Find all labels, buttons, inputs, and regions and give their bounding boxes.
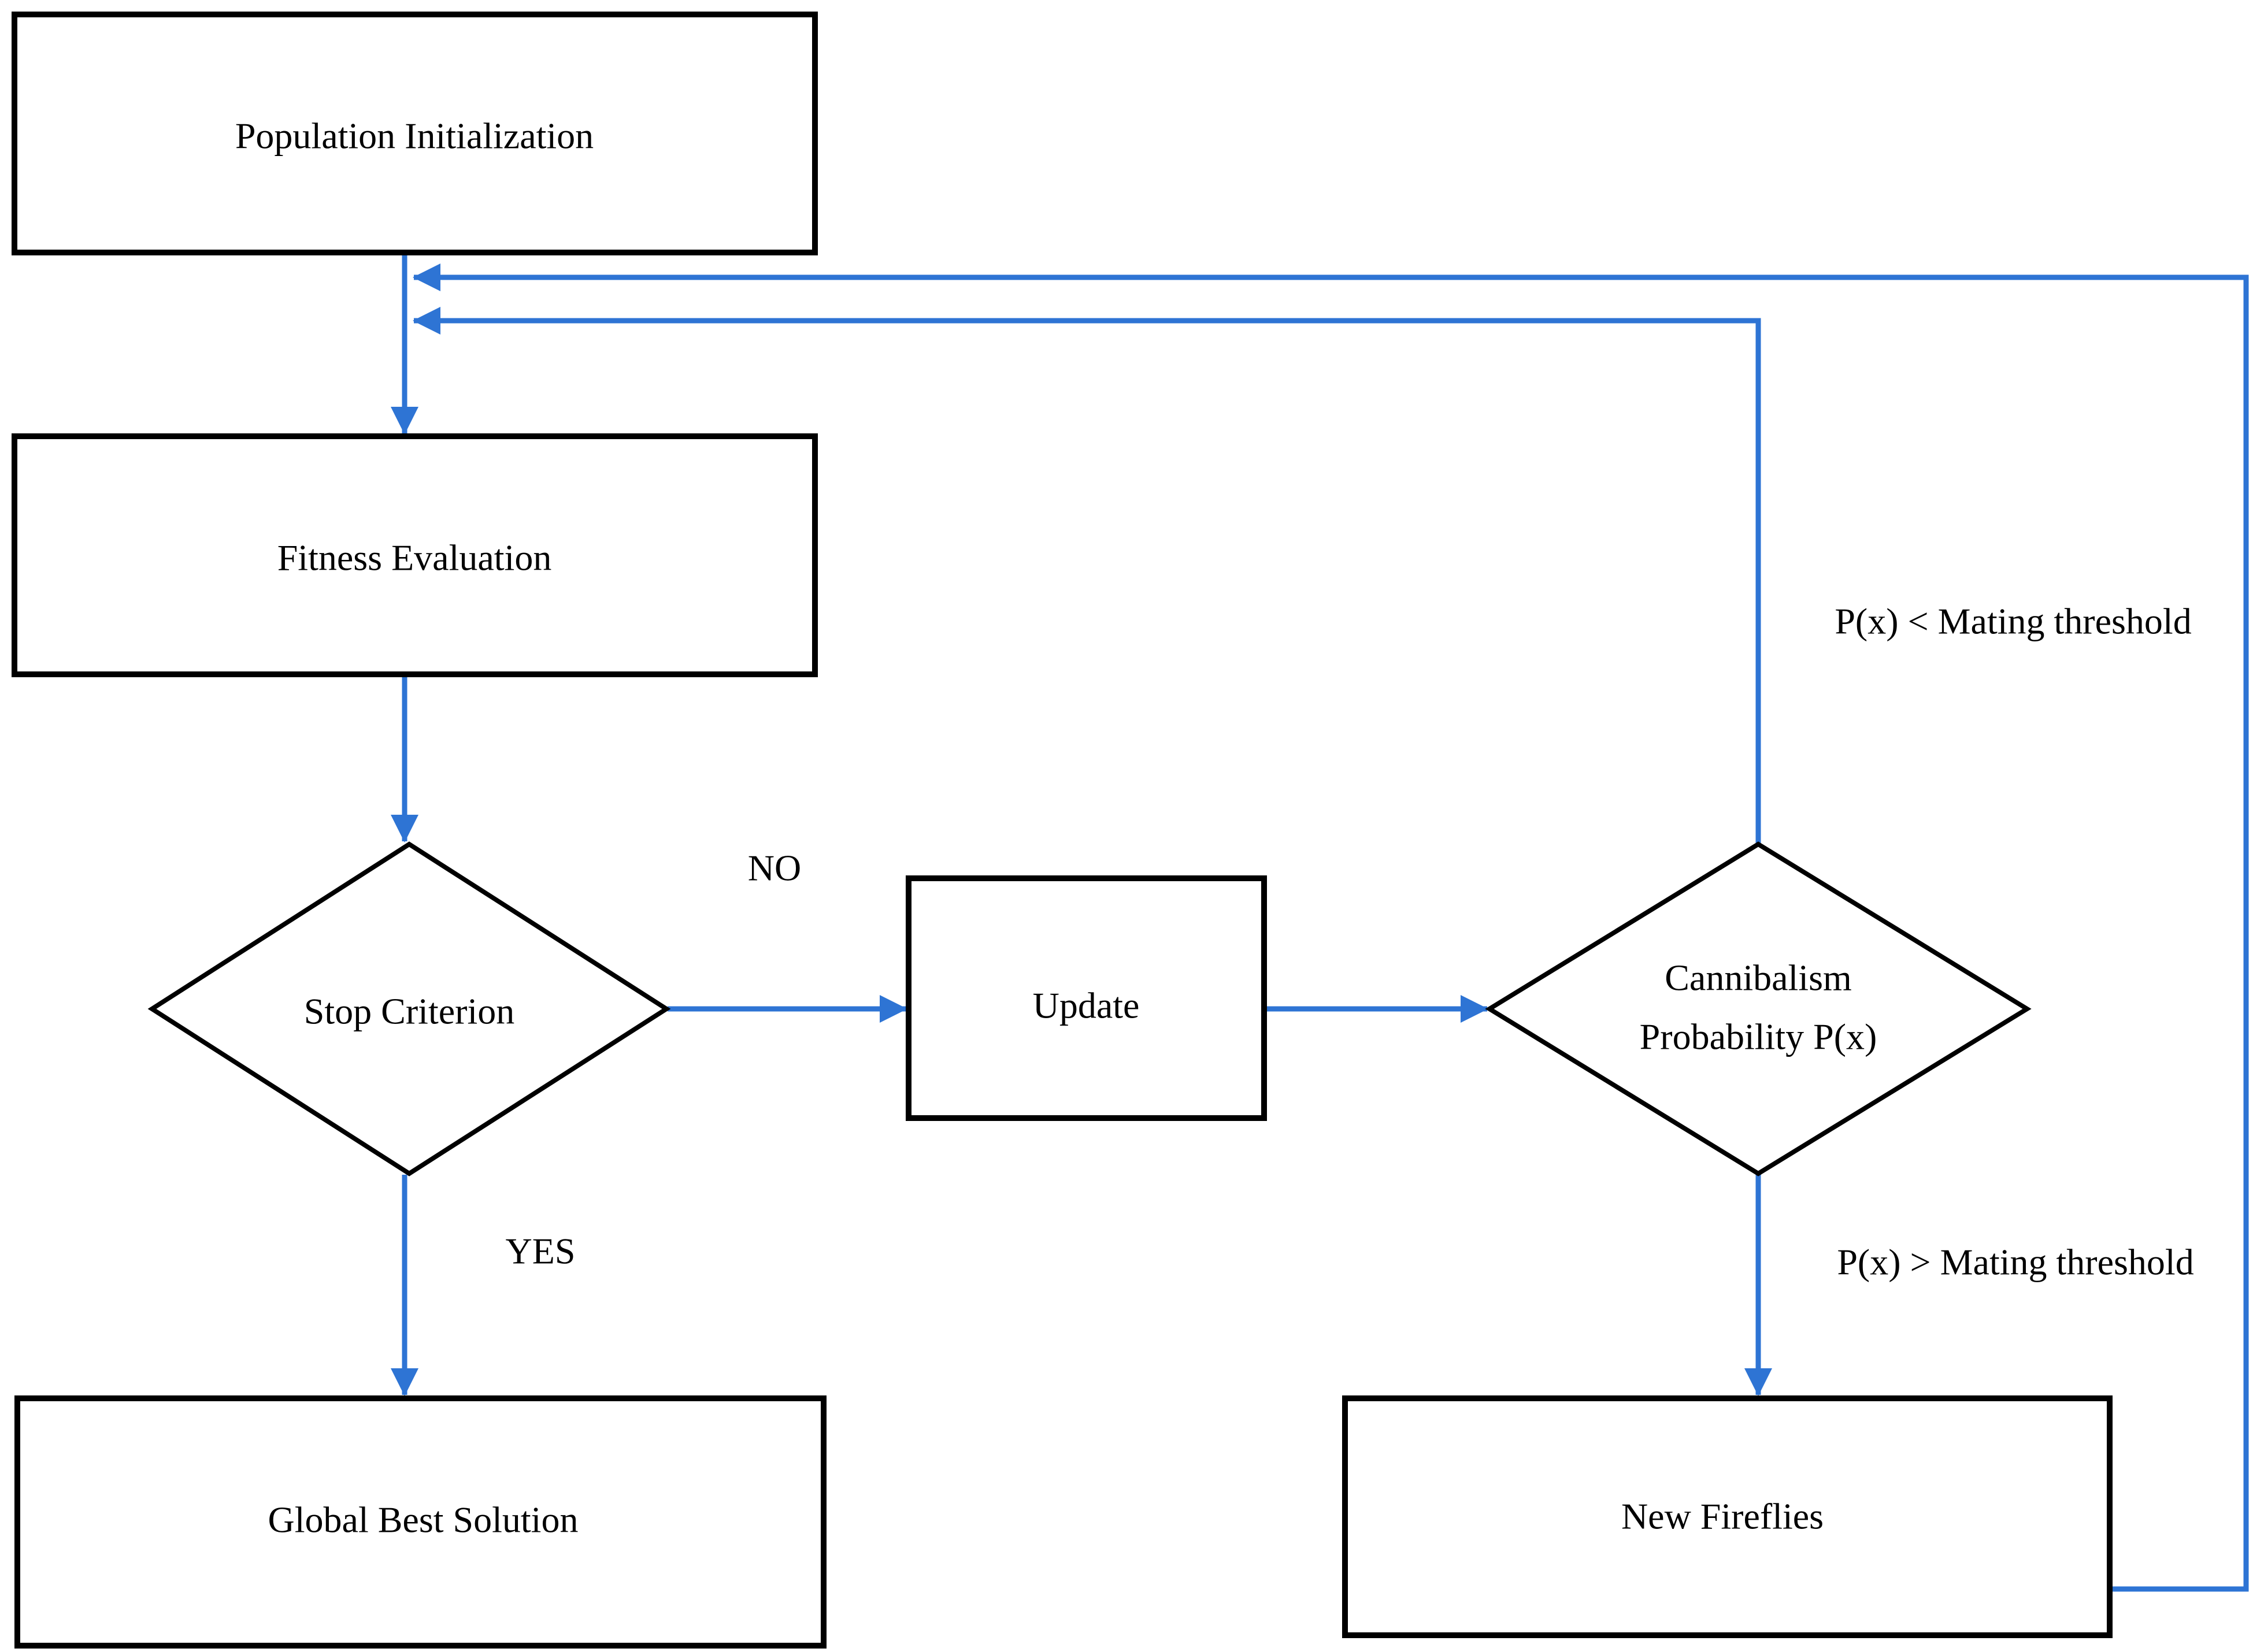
- update-label: Update: [1033, 985, 1140, 1026]
- node-cannibalism-probability: Cannibalism Probability P(x): [1485, 841, 2032, 1176]
- node-stop-criterion: Stop Criterion: [147, 841, 671, 1176]
- nodes-group: Population Initialization Fitness Evalua…: [12, 12, 2113, 1649]
- edge-label-no: NO: [748, 848, 801, 889]
- cannibalism-probability-label-line1: Cannibalism: [1665, 957, 1852, 998]
- stop-criterion-label: Stop Criterion: [304, 991, 514, 1032]
- new-fireflies-box: [1342, 1395, 2113, 1638]
- node-population-initialization: Population Initialization: [12, 12, 818, 255]
- stop-criterion-diamond: [147, 841, 671, 1176]
- edge-label-yes: YES: [506, 1231, 576, 1272]
- global-best-solution-box: [14, 1395, 827, 1649]
- edge-newfireflies-feedback: [413, 263, 2249, 1592]
- edge-label-mating-above: P(x) > Mating threshold: [1837, 1242, 2193, 1283]
- edges-group: [391, 253, 2249, 1592]
- edge-cannibalism-feedback: [413, 307, 1761, 843]
- update-box: [906, 875, 1267, 1121]
- cannibalism-probability-label-line2: Probability P(x): [1640, 1016, 1877, 1057]
- fitness-evaluation-box: [12, 433, 818, 677]
- node-global-best-solution: Global Best Solution: [14, 1395, 827, 1649]
- node-fitness-evaluation: Fitness Evaluation: [12, 433, 818, 677]
- edge-labels-group: NO YES P(x) < Mating threshold P(x) > Ma…: [506, 601, 2194, 1283]
- node-new-fireflies: New Fireflies: [1342, 1395, 2113, 1638]
- global-best-solution-label: Global Best Solution: [268, 1499, 579, 1540]
- population-initialization-label: Population Initialization: [235, 116, 594, 157]
- fitness-evaluation-label: Fitness Evaluation: [277, 537, 552, 578]
- new-fireflies-label: New Fireflies: [1621, 1496, 1824, 1537]
- cannibalism-probability-diamond: [1485, 841, 2032, 1176]
- node-update: Update: [906, 875, 1267, 1121]
- population-initialization-box: [12, 12, 818, 255]
- edge-label-mating-below: P(x) < Mating threshold: [1835, 601, 2191, 642]
